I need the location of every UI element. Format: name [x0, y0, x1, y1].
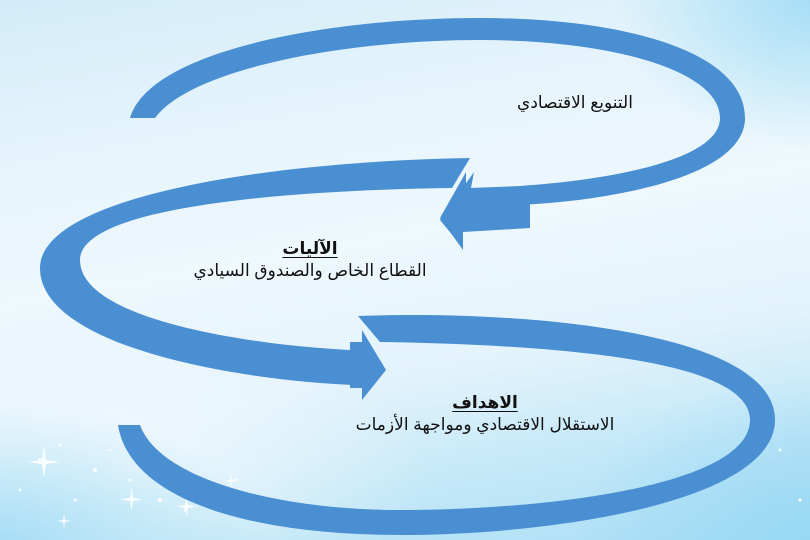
arrowhead-right [350, 330, 386, 400]
stage-goals-title: الاهداف [452, 393, 518, 412]
stage-goals-text: الاستقلال الاقتصادي ومواجهة الأزمات [355, 415, 615, 434]
sparkles-decoration [18, 443, 802, 529]
arrowhead-left-main [440, 172, 530, 250]
stage-mechanisms: الآليات القطاع الخاص والصندوق السيادي [180, 238, 440, 282]
stage-diversification: التنويع الاقتصادي [500, 92, 650, 114]
arrow-mechanisms-to-goals [40, 158, 470, 400]
curve-middle-loop [40, 158, 470, 385]
stage-mechanisms-text: القطاع الخاص والصندوق السيادي [193, 261, 427, 280]
stage-diversification-text: التنويع الاقتصادي [517, 93, 633, 112]
arrow-diversification-to-mechanisms [130, 18, 745, 250]
stage-mechanisms-title: الآليات [282, 239, 338, 258]
stage-goals: الاهداف الاستقلال الاقتصادي ومواجهة الأز… [335, 392, 635, 436]
